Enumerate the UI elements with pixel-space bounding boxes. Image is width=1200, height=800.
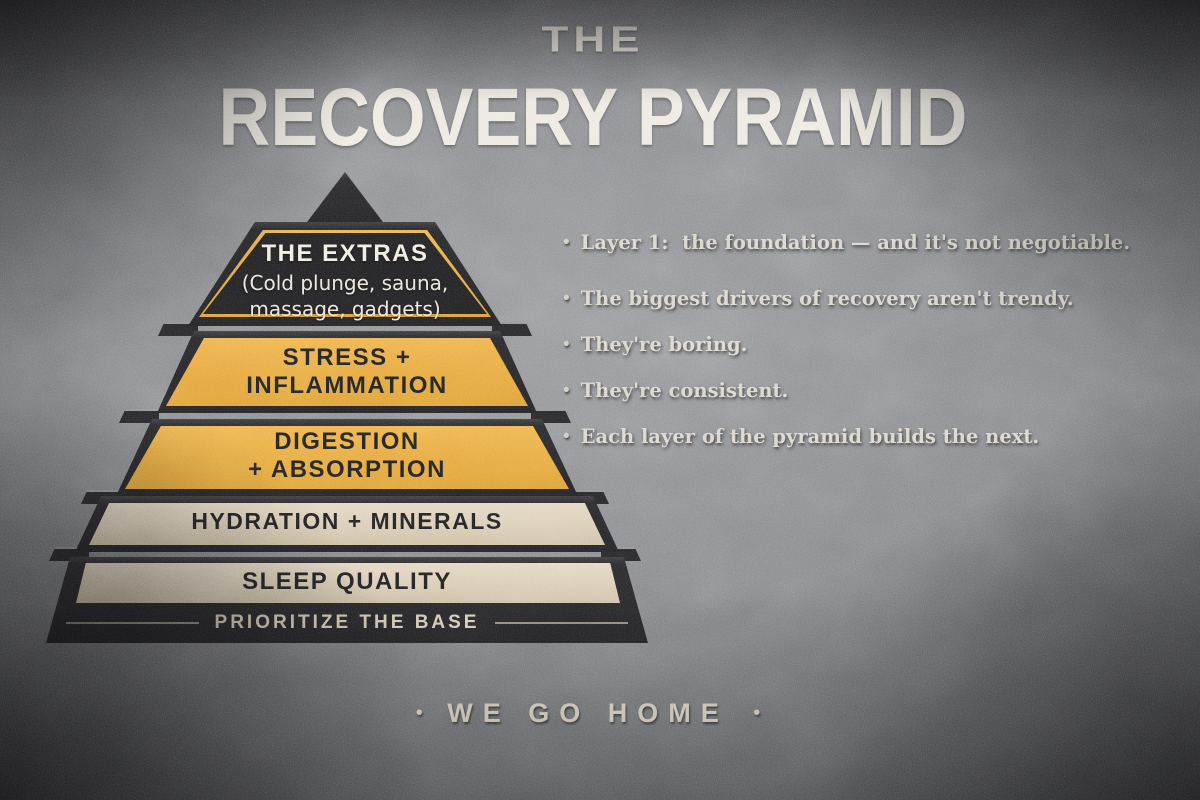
title-kicker: THE	[541, 19, 645, 60]
footer-tagline: • WE GO HOME •	[0, 698, 1176, 729]
sleep-label: SLEEP QUALITY	[242, 568, 452, 595]
bullet-dot-icon: •	[563, 334, 570, 355]
base-caption-text: PRIORITIZE THE BASE	[214, 612, 480, 633]
bullet-text: The biggest drivers of recovery aren't t…	[580, 287, 1074, 310]
digestion-label-line1: DIGESTION	[274, 428, 420, 455]
bullet-list: • Layer 1: the foundation — and it's not…	[563, 230, 1188, 470]
bullet-text: Each layer of the pyramid builds the nex…	[580, 425, 1040, 448]
digestion-label: DIGESTION + ABSORPTION	[116, 428, 578, 484]
bullet-dot-icon: •	[563, 380, 570, 401]
footer-dot-right: •	[753, 702, 761, 724]
extras-sublabel-line1: (Cold plunge, sauna,	[241, 271, 449, 295]
bullet-dot-icon: •	[563, 288, 570, 309]
hydration-label: HYDRATION + MINERALS	[191, 508, 503, 534]
digestion-label-line2: + ABSORPTION	[248, 456, 446, 484]
bullet-dot-icon: •	[563, 232, 570, 253]
extras-sublabel-line2: massage, gadgets)	[249, 297, 441, 321]
base-caption-line-right	[495, 622, 628, 624]
base-caption: PRIORITIZE THE BASE	[66, 610, 628, 636]
base-caption-line-left	[66, 622, 199, 624]
stress-label-line2: INFLAMMATION	[246, 372, 448, 400]
footer-text: WE GO HOME	[447, 698, 729, 728]
stress-label-line1: STRESS +	[282, 344, 412, 371]
stress-label: STRESS + INFLAMMATION	[157, 344, 537, 400]
extras-label: THE EXTRAS	[261, 240, 429, 267]
list-item: • They're boring.	[563, 332, 1188, 358]
list-item: • Each layer of the pyramid builds the n…	[563, 424, 1188, 450]
list-item: • Layer 1: the foundation — and it's not…	[563, 230, 1188, 256]
footer-dot-left: •	[415, 702, 423, 724]
list-item: • They're consistent.	[563, 378, 1188, 404]
page-title: THE RECOVERY PYRAMID	[0, 22, 1186, 181]
bullet-text: They're consistent.	[580, 379, 789, 402]
bullet-text: They're boring.	[580, 333, 748, 356]
list-item: • The biggest drivers of recovery aren't…	[563, 286, 1188, 312]
bullet-dot-icon: •	[563, 426, 570, 447]
title-main: RECOVERY PYRAMID	[218, 71, 968, 163]
bullet-text: Layer 1: the foundation — and it's not n…	[580, 231, 1131, 254]
extras-sublabel: (Cold plunge, sauna, massage, gadgets)	[188, 270, 502, 322]
